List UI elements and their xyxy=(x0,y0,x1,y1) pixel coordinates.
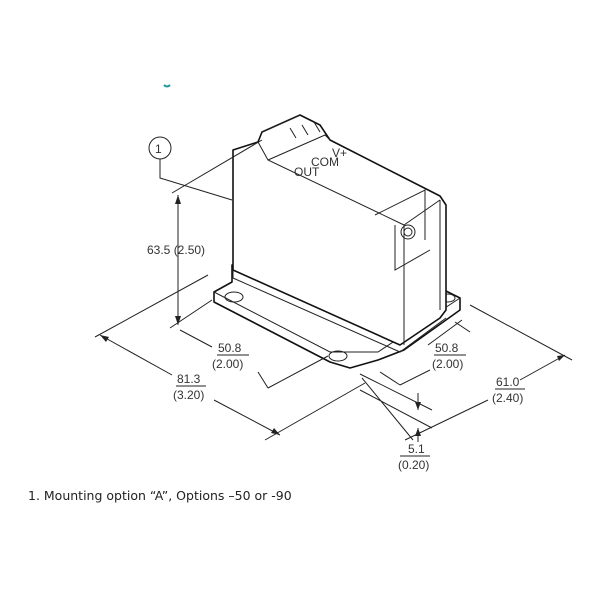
width-mm: 61.0 xyxy=(496,375,520,389)
dimension-width: 61.0 (2.40) xyxy=(361,304,573,441)
callout-number: 1 xyxy=(155,142,162,156)
dimension-height: 63.5 (2.50) xyxy=(147,139,263,329)
base-mm: 5.1 xyxy=(408,442,425,456)
right-mount-mm: 50.8 xyxy=(435,341,459,355)
dimension-right-mount: 50.8 (2.00) xyxy=(379,319,471,386)
callout-1: 1 xyxy=(148,136,233,201)
length-in: (3.20) xyxy=(173,388,204,402)
footnote: 1. Mounting option “A”, Options –50 or -… xyxy=(28,488,292,503)
terminal-label-out: OUT xyxy=(294,165,320,179)
sensor-body xyxy=(232,114,447,353)
terminal-label-com: COM xyxy=(311,155,339,169)
terminal-label-vplus: V+ xyxy=(332,146,347,160)
right-mount-in: (2.00) xyxy=(432,357,463,371)
height-label: 63.5 (2.50) xyxy=(147,243,205,257)
dimension-left-mount: 50.8 (2.00) xyxy=(179,329,329,389)
dimension-length: 81.3 (3.20) xyxy=(94,274,366,441)
width-in: (2.40) xyxy=(492,391,523,405)
base-in: (0.20) xyxy=(398,458,429,472)
left-mount-in: (2.00) xyxy=(212,357,243,371)
left-mount-mm: 50.8 xyxy=(218,341,242,355)
length-mm: 81.3 xyxy=(177,372,201,386)
dimension-base: 5.1 (0.20) xyxy=(359,373,433,472)
stray-mark xyxy=(163,84,171,88)
